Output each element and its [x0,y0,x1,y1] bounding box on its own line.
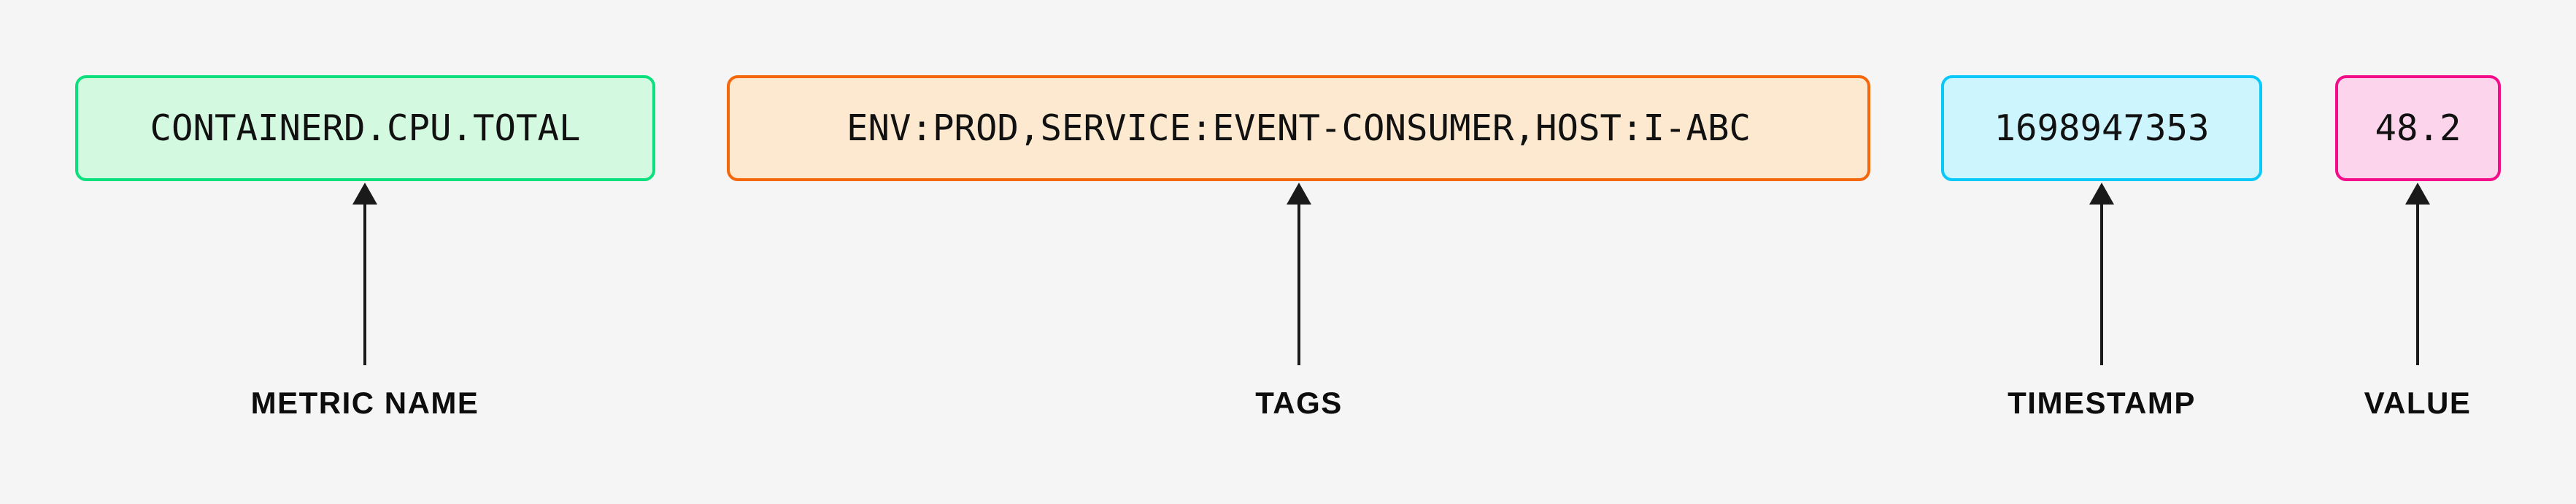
value-arrow-up-icon [2403,181,2432,365]
metric-name-token-box: CONTAINERD.CPU.TOTAL [75,75,655,181]
tags-token-text: ENV:PROD,SERVICE:EVENT-CONSUMER,HOST:I-A… [846,107,1751,149]
timestamp-token-box: 1698947353 [1941,75,2262,181]
timestamp-caption: TIMESTAMP [2008,386,2196,420]
metric-name-token-text: CONTAINERD.CPU.TOTAL [150,107,581,149]
timestamp-arrow-up-icon [2087,181,2116,365]
tags-arrow-up-icon [1284,181,1314,365]
tags-caption: TAGS [1255,386,1343,420]
timestamp-token-text: 1698947353 [1994,107,2210,149]
metric-name-arrow-up-icon [350,181,379,365]
metric-name-caption: METRIC NAME [250,386,479,420]
value-caption: VALUE [2364,386,2472,420]
tags-token-box: ENV:PROD,SERVICE:EVENT-CONSUMER,HOST:I-A… [727,75,1870,181]
value-token-box: 48.2 [2335,75,2501,181]
value-token-text: 48.2 [2375,107,2461,149]
